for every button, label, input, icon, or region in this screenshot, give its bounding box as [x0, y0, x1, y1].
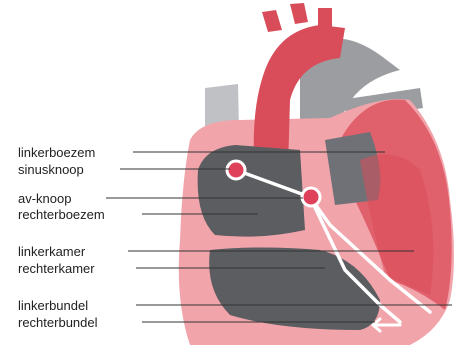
label-rechterbundel: rechterbundel: [18, 315, 98, 330]
label-linkerbundel: linkerbundel: [18, 298, 88, 313]
label-linkerboezem: linkerboezem: [18, 145, 95, 160]
av-knoop-node: [302, 188, 320, 206]
aorta-branch-1: [262, 10, 282, 32]
label-av-knoop: av-knoop: [18, 191, 71, 206]
label-rechterboezem: rechterboezem: [18, 207, 105, 222]
aorta-branch-3: [318, 8, 332, 28]
label-rechterkamer: rechterkamer: [18, 261, 95, 276]
aorta-branch-2: [290, 3, 308, 24]
label-linkerkamer: linkerkamer: [18, 244, 85, 259]
label-sinusknoop: sinusknoop: [18, 162, 84, 177]
sinusknoop-node: [227, 161, 245, 179]
